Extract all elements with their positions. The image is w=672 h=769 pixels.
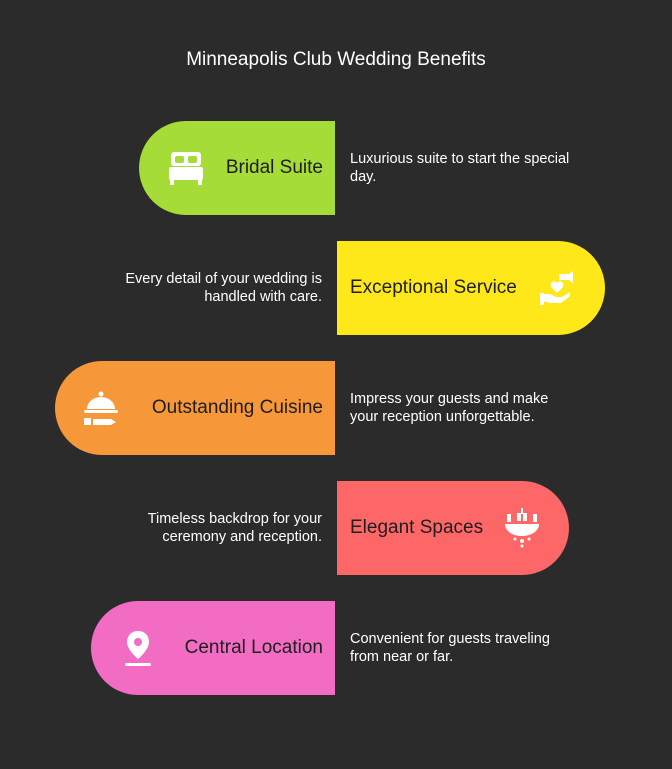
- benefit-description: Impress your guests and make your recept…: [350, 391, 549, 425]
- diagram-title: Minneapolis Club Wedding Benefits: [186, 49, 486, 70]
- benefit-description: Timeless backdrop for your ceremony and …: [147, 511, 322, 545]
- benefit-label: Elegant Spaces: [350, 517, 484, 538]
- benefit-label: Bridal Suite: [225, 157, 323, 178]
- helping-hand-heart-icon: [538, 268, 578, 308]
- benefit-description: Convenient for guests traveling from nea…: [350, 631, 550, 665]
- benefit-label: Exceptional Service: [350, 277, 517, 298]
- map-pin-icon: [118, 628, 158, 668]
- benefit-label: Central Location: [184, 637, 323, 658]
- serving-cloche-icon: [81, 388, 121, 428]
- bed-icon: [166, 148, 206, 188]
- chandelier-icon: [502, 508, 542, 548]
- benefit-description: Every detail of your wedding is handled …: [125, 271, 322, 305]
- benefit-pill-central-location: Central Location: [91, 601, 335, 695]
- benefit-description: Luxurious suite to start the special day…: [350, 151, 570, 185]
- benefit-label: Outstanding Cuisine: [151, 397, 323, 418]
